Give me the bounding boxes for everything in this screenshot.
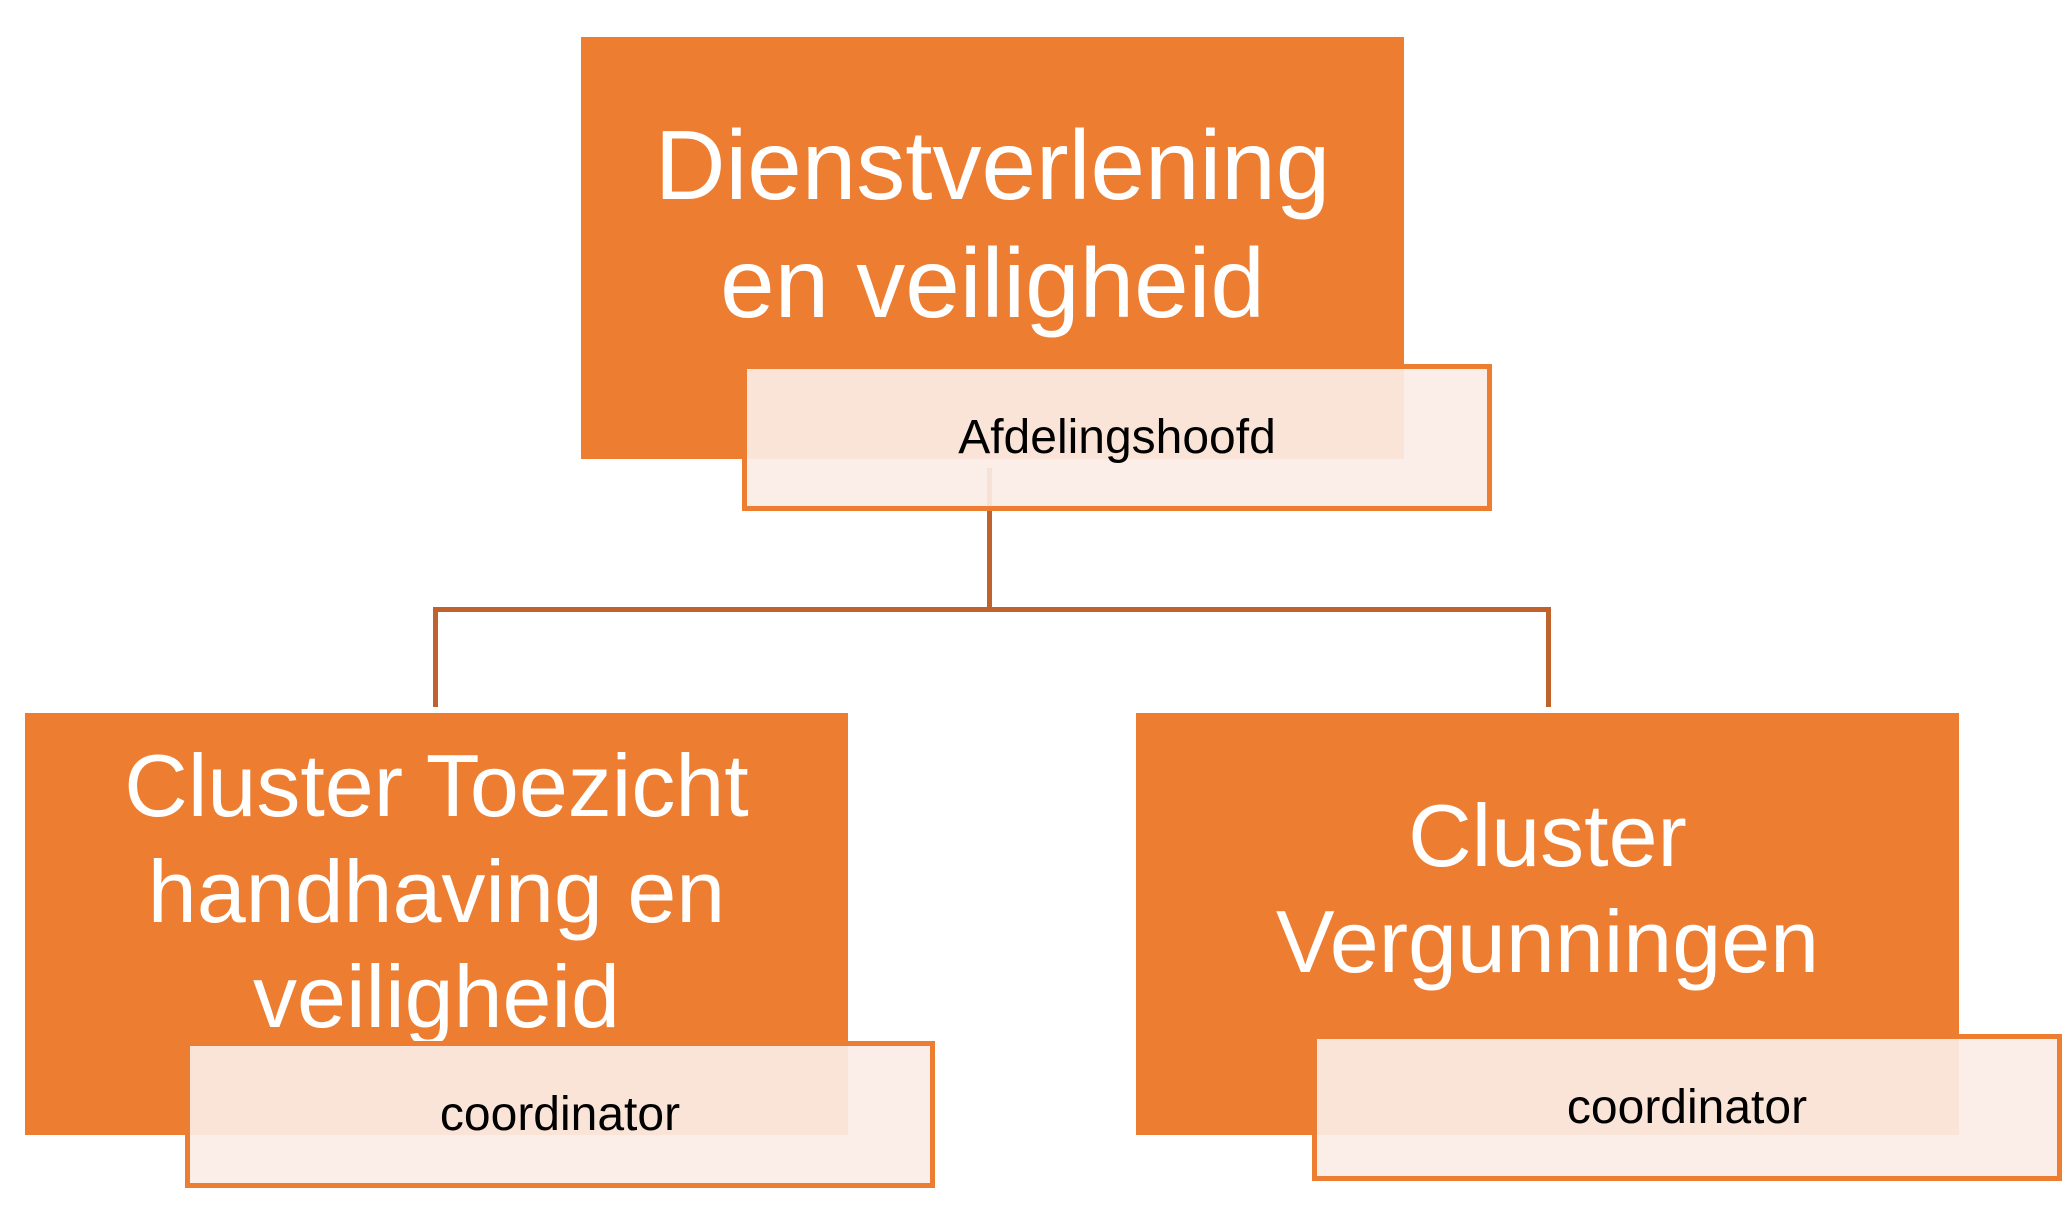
connector-top-stem: [987, 468, 992, 610]
node-title-toezicht: Cluster Toezicht handhaving en veilighei…: [124, 736, 749, 1047]
connector-horizontal: [433, 607, 1551, 612]
connector-left-drop: [433, 607, 438, 707]
role-label-coordinator-right: coordinator: [1566, 1081, 1808, 1134]
node-title-dienstverlening: Dienstverlening en veiligheid: [654, 110, 1331, 338]
node-box-toezicht: Cluster Toezicht handhaving en veilighei…: [25, 713, 848, 1135]
node-role-coordinator-left: coordinator: [185, 1041, 935, 1188]
node-role-afdelingshoofd: Afdelingshoofd: [742, 364, 1492, 511]
role-label-coordinator-left: coordinator: [439, 1088, 681, 1141]
role-label-afdelingshoofd: Afdelingshoofd: [958, 411, 1276, 464]
connector-right-drop: [1546, 607, 1551, 707]
node-title-vergunningen: Cluster Vergunningen: [1275, 786, 1820, 991]
node-role-coordinator-right: coordinator: [1312, 1034, 2062, 1181]
